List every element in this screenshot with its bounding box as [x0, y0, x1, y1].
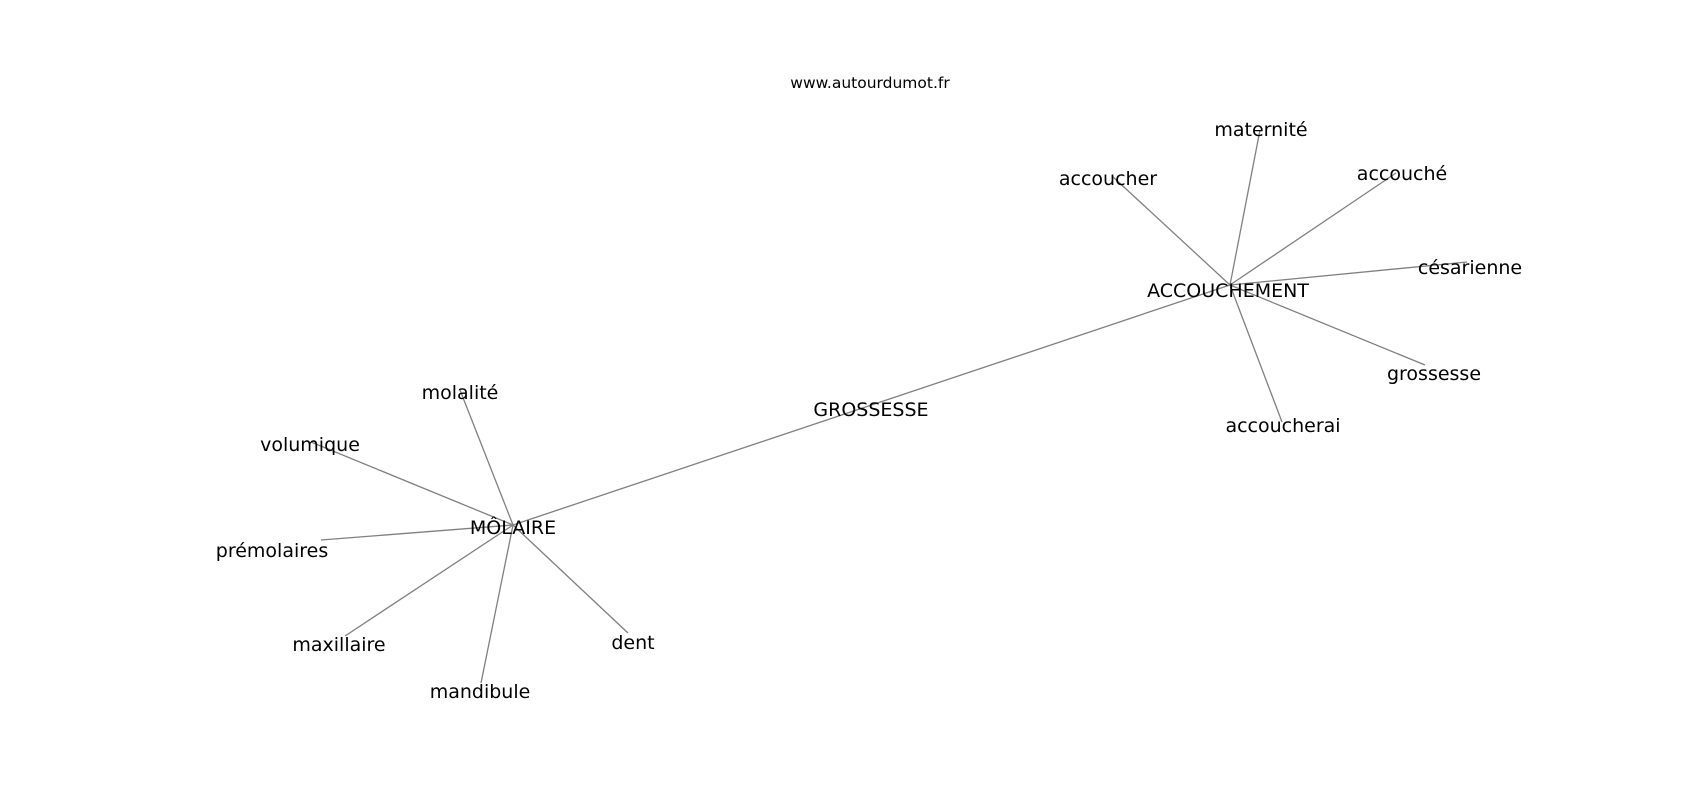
- node-label-molaire[interactable]: MÔLAIRE: [470, 515, 556, 539]
- node-label-accoucher[interactable]: accoucher: [1059, 168, 1157, 190]
- edge-molaire-volumique: [310, 441, 514, 526]
- node-label-volumique[interactable]: volumique: [260, 434, 360, 456]
- edge-accouchement-accoucher: [1111, 175, 1231, 286]
- edge-molaire-maxillaire: [344, 524, 514, 637]
- node-label-accouchement[interactable]: ACCOUCHEMENT: [1147, 280, 1309, 302]
- edge-molaire-molalite: [459, 389, 514, 526]
- node-label-accouche[interactable]: accouché: [1357, 163, 1447, 185]
- edge-accouchement-accoucherai: [1229, 284, 1283, 423]
- node-label-cesarienne[interactable]: césarienne: [1418, 257, 1522, 279]
- edges-group: [310, 129, 1468, 684]
- edge-accouchement-maternite: [1229, 129, 1261, 286]
- labels-group: GROSSESSE ACCOUCHEMENT MÔLAIRE maternité acc…: [216, 119, 1522, 703]
- node-label-mandibule[interactable]: mandibule: [430, 681, 531, 703]
- node-label-maternite[interactable]: maternité: [1214, 119, 1307, 141]
- node-label-grossesse[interactable]: GROSSESSE: [813, 399, 928, 421]
- edge-accouchement-grossesse: [1229, 284, 1426, 366]
- edge-molaire-dent: [512, 524, 629, 634]
- edge-accouchement-molaire: [512, 284, 1231, 526]
- edge-accouchement-accouche: [1229, 172, 1397, 286]
- node-label-maxillaire[interactable]: maxillaire: [292, 634, 385, 656]
- node-label-dent[interactable]: dent: [611, 632, 654, 654]
- node-label-grossesse[interactable]: grossesse: [1387, 363, 1481, 385]
- edge-molaire-premolaires: [320, 524, 514, 541]
- node-label-molalite[interactable]: molalité: [422, 382, 499, 404]
- edge-accouchement-cesarienne: [1229, 261, 1468, 286]
- node-label-accoucherai[interactable]: accoucherai: [1225, 415, 1340, 437]
- node-label-premolaires[interactable]: prémolaires: [216, 540, 328, 562]
- watermark-text: www.autourdumot.fr: [790, 74, 950, 92]
- edge-molaire-mandibule: [480, 524, 514, 684]
